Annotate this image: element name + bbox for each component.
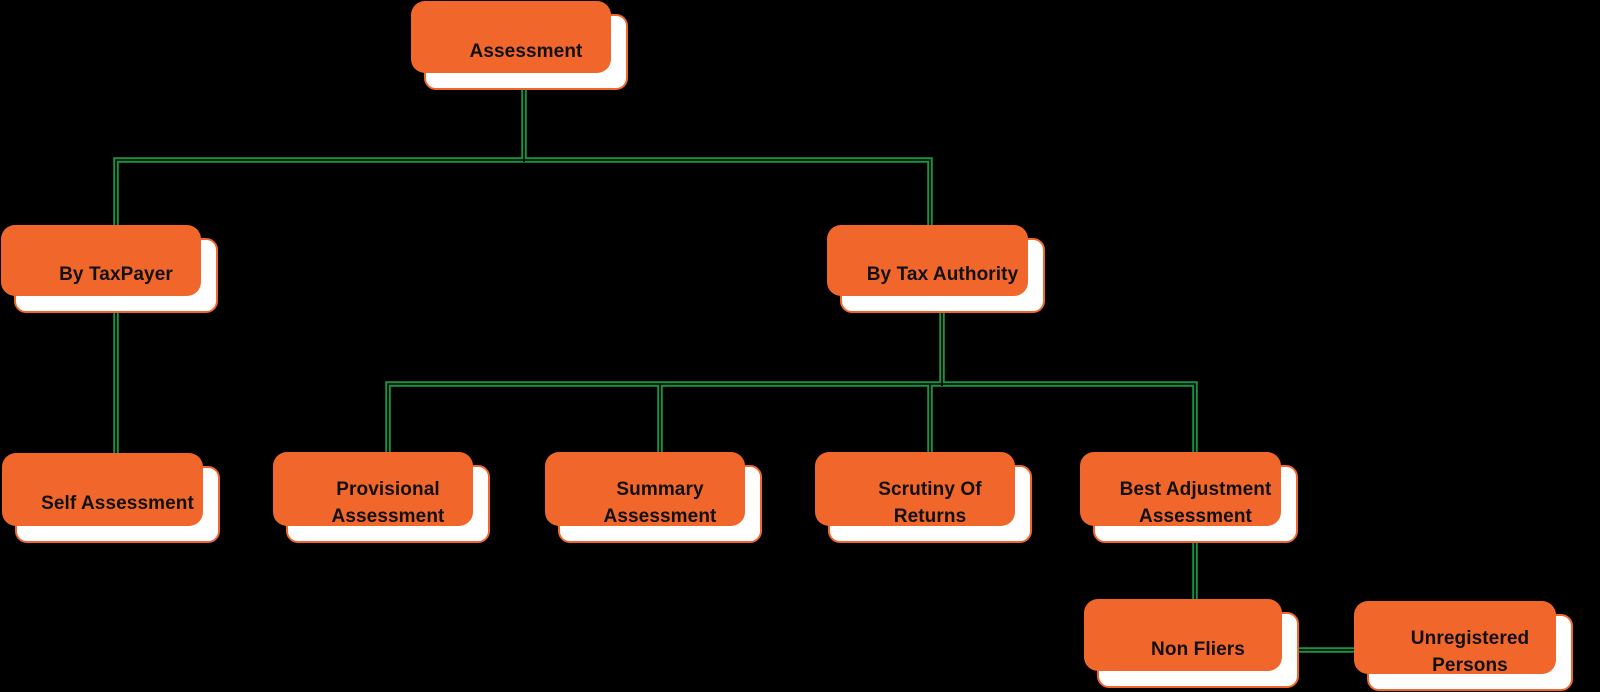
edge-level1-rail — [113, 157, 933, 242]
node-best-adjustment-assessment[interactable]: Best Adjustment Assessment — [1080, 452, 1298, 543]
node-self-assessment[interactable]: Self Assessment — [2, 453, 220, 543]
node-label: Scrutiny Of Returns — [878, 479, 982, 527]
node-label: Best Adjustment Assessment — [1119, 479, 1272, 527]
node-label: Assessment — [469, 40, 583, 62]
node-summary-assessment[interactable]: Summary Assessment — [545, 452, 762, 543]
node-unregistered-persons[interactable]: Unregistered Persons — [1354, 601, 1573, 691]
node-by-tax-authority[interactable]: By Tax Authority — [827, 225, 1045, 313]
edge-core — [115, 159, 931, 242]
node-label: Summary Assessment — [603, 479, 717, 527]
node-label: Provisional Assessment — [331, 479, 445, 527]
node-label: Self Assessment — [41, 493, 194, 515]
node-scrutiny-of-returns[interactable]: Scrutiny Of Returns — [815, 452, 1032, 543]
node-label: Unregistered Persons — [1410, 627, 1530, 676]
node-label: By Tax Authority — [866, 264, 1019, 286]
node-assessment[interactable]: Assessment — [411, 1, 628, 90]
node-provisional-assessment[interactable]: Provisional Assessment — [273, 452, 490, 543]
node-label: By TaxPayer — [59, 264, 173, 286]
node-non-fliers[interactable]: Non Fliers — [1084, 599, 1299, 688]
node-by-taxpayer[interactable]: By TaxPayer — [1, 225, 218, 313]
edge-core — [387, 383, 1196, 470]
edge-level2-rail — [385, 381, 1198, 470]
node-label: Non Fliers — [1151, 638, 1245, 660]
